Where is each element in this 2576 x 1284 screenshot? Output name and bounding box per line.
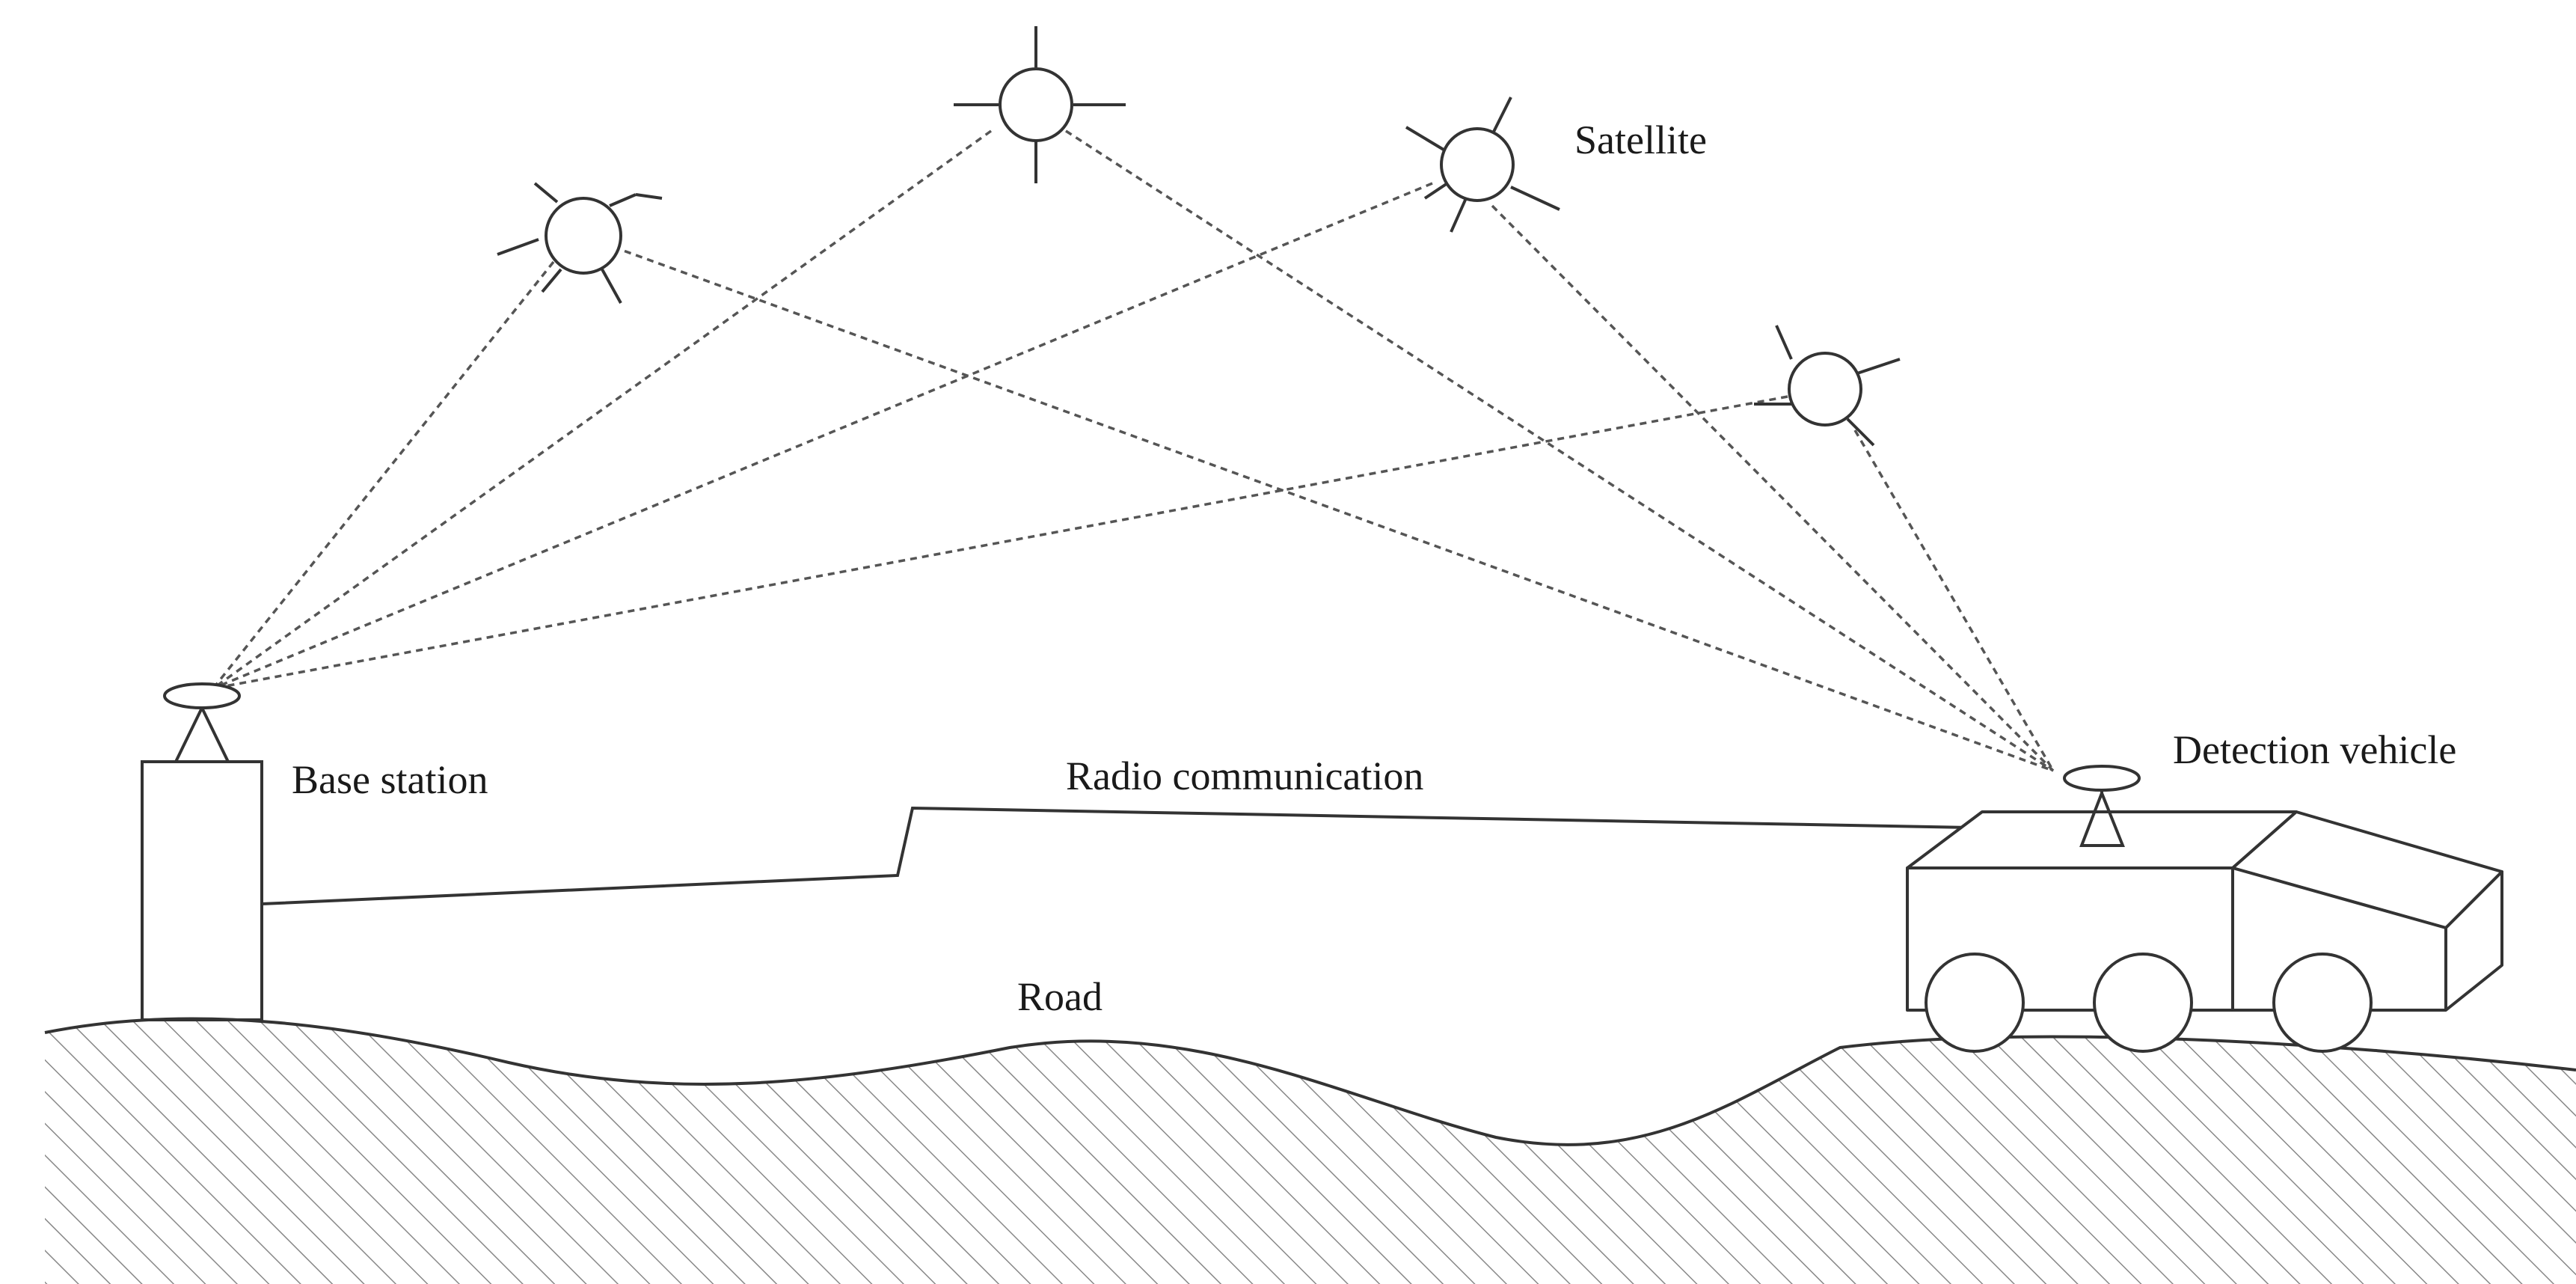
- signal-sat4-base: [212, 395, 1788, 690]
- signal-sat3-base: [212, 182, 1433, 690]
- radio-communication-label: Radio communication: [1066, 753, 1423, 798]
- signal-sat2-vehicle: [1065, 129, 2054, 772]
- detection-vehicle-label: Detection vehicle: [2173, 727, 2456, 772]
- ground-hatch: [45, 1018, 2576, 1284]
- satellite-icon: [1405, 97, 1560, 233]
- road-surface-line: [44, 1017, 2576, 1146]
- road-label: Road: [1017, 974, 1103, 1019]
- satellite-label: Satellite: [1574, 117, 1707, 162]
- vehicle-wheel: [2272, 953, 2373, 1053]
- satellite-signal-lines: [212, 129, 2055, 772]
- road-ground: [44, 1017, 2576, 1284]
- gnss-antenna-icon: [2063, 765, 2141, 847]
- signal-sat1-base: [212, 260, 555, 690]
- signal-sat4-vehicle: [1853, 429, 2055, 771]
- satellite-icon: [1754, 325, 1901, 447]
- base-station-tower-icon: [141, 682, 263, 1021]
- signal-sat3-vehicle: [1491, 204, 2055, 772]
- vehicle-wheel: [1925, 953, 2025, 1053]
- satellite-icon: [954, 26, 1126, 183]
- signal-sat1-vehicle: [613, 245, 2054, 772]
- vehicle-cargo-body: [1906, 810, 2298, 869]
- signal-sat2-base: [212, 129, 993, 690]
- radio-link-line: [261, 806, 2055, 905]
- detection-vehicle-icon: [1906, 765, 2503, 1053]
- base-station-label: Base station: [292, 757, 488, 802]
- vehicle-wheel: [2093, 953, 2193, 1053]
- satellite-icon: [497, 182, 663, 304]
- gnss-antenna-icon: [163, 682, 241, 762]
